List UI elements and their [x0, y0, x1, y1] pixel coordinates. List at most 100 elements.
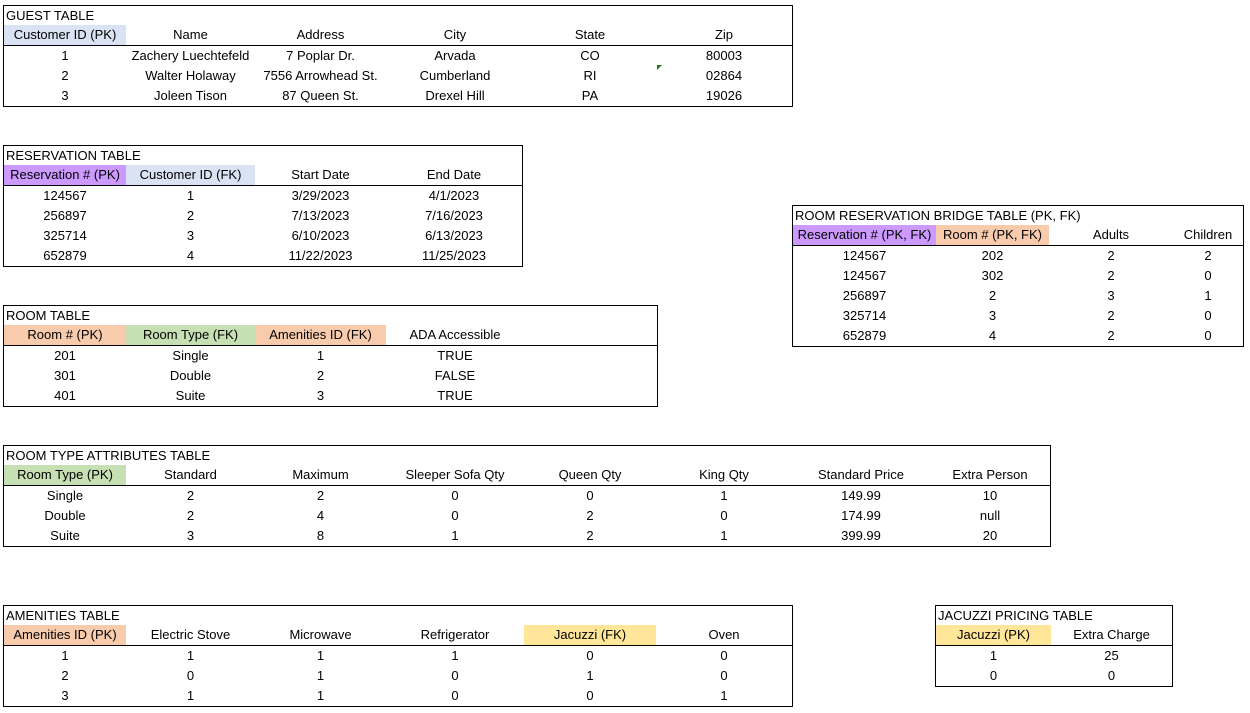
- header-microwave[interactable]: Microwave: [289, 627, 352, 642]
- cell[interactable]: 7/13/2023: [291, 208, 350, 223]
- cell[interactable]: Single: [172, 348, 209, 363]
- cell[interactable]: 325714: [842, 308, 887, 323]
- cell[interactable]: 1: [316, 688, 325, 703]
- cell[interactable]: 0: [1204, 268, 1212, 283]
- cell[interactable]: 11/25/2023: [421, 248, 487, 263]
- header-adults[interactable]: Adults: [1092, 227, 1130, 242]
- header-zip[interactable]: Zip: [714, 27, 734, 42]
- header-standard-price[interactable]: Standard Price: [818, 467, 904, 482]
- header-room-type[interactable]: Room Type (FK): [126, 325, 255, 345]
- cell[interactable]: 1: [316, 348, 325, 363]
- cell[interactable]: 399.99: [841, 528, 881, 543]
- cell[interactable]: CO: [580, 48, 600, 63]
- cell[interactable]: Joleen Tison: [154, 88, 227, 103]
- cell[interactable]: Double: [44, 508, 86, 523]
- cell[interactable]: 149.99: [841, 488, 881, 503]
- header-name[interactable]: Name: [173, 27, 208, 42]
- cell[interactable]: Suite: [175, 388, 206, 403]
- cell[interactable]: 0: [720, 508, 728, 523]
- cell[interactable]: 325714: [43, 228, 87, 243]
- cell[interactable]: 0: [451, 668, 459, 683]
- cell[interactable]: TRUE: [437, 348, 473, 363]
- header-end-date[interactable]: End Date: [426, 167, 482, 182]
- cell[interactable]: 202: [981, 248, 1004, 263]
- header-room-number[interactable]: Room # (PK, FK): [936, 225, 1049, 245]
- cell[interactable]: 1: [989, 648, 998, 663]
- cell[interactable]: Double: [169, 368, 212, 383]
- cell[interactable]: 652879: [842, 328, 887, 343]
- cell[interactable]: 4/1/2023: [428, 188, 480, 203]
- header-customer-id[interactable]: Customer ID (FK): [126, 165, 255, 185]
- header-state[interactable]: State: [574, 27, 606, 42]
- cell[interactable]: 2: [61, 668, 69, 683]
- cell[interactable]: 4: [988, 328, 997, 343]
- cell[interactable]: 1: [1204, 288, 1212, 303]
- header-sleeper-sofa-qty[interactable]: Sleeper Sofa Qty: [405, 467, 505, 482]
- cell[interactable]: 02864: [705, 68, 743, 83]
- cell[interactable]: 4: [186, 248, 195, 263]
- cell[interactable]: 1: [61, 648, 69, 663]
- cell[interactable]: 0: [720, 648, 728, 663]
- header-start-date[interactable]: Start Date: [291, 167, 350, 182]
- header-extra-person[interactable]: Extra Person: [952, 467, 1028, 482]
- cell[interactable]: FALSE: [434, 368, 476, 383]
- cell[interactable]: 652879: [43, 248, 87, 263]
- cell[interactable]: 8: [316, 528, 325, 543]
- cell[interactable]: 2: [988, 288, 997, 303]
- cell[interactable]: Single: [46, 488, 84, 503]
- cell[interactable]: 6/13/2023: [425, 228, 483, 243]
- header-standard[interactable]: Standard: [164, 467, 217, 482]
- cell[interactable]: 87 Queen St.: [282, 88, 359, 103]
- cell[interactable]: 7/16/2023: [425, 208, 483, 223]
- cell[interactable]: 3: [1107, 288, 1115, 303]
- cell[interactable]: 0: [586, 488, 594, 503]
- cell[interactable]: 3: [61, 688, 69, 703]
- cell[interactable]: 3: [186, 228, 195, 243]
- cell[interactable]: 7556 Arrowhead St.: [263, 68, 378, 83]
- header-king-qty[interactable]: King Qty: [699, 467, 749, 482]
- cell[interactable]: 0: [586, 688, 594, 703]
- cell[interactable]: 1: [720, 688, 728, 703]
- cell[interactable]: Suite: [50, 528, 80, 543]
- cell[interactable]: Cumberland: [419, 68, 491, 83]
- cell[interactable]: 0: [451, 508, 459, 523]
- header-room-type[interactable]: Room Type (PK): [4, 465, 126, 485]
- header-electric-stove[interactable]: Electric Stove: [150, 627, 231, 642]
- cell[interactable]: PA: [581, 88, 599, 103]
- cell[interactable]: 2: [586, 508, 594, 523]
- cell[interactable]: 2: [1107, 328, 1115, 343]
- cell[interactable]: 0: [451, 488, 459, 503]
- header-jacuzzi[interactable]: Jacuzzi (FK): [524, 625, 656, 645]
- cell[interactable]: 301: [54, 368, 76, 383]
- cell[interactable]: 2: [186, 508, 195, 523]
- cell[interactable]: Zachery Luechtefeld: [131, 48, 250, 63]
- cell[interactable]: 0: [1107, 668, 1116, 683]
- header-address[interactable]: Address: [296, 27, 345, 42]
- cell[interactable]: 256897: [842, 288, 887, 303]
- cell[interactable]: 1: [720, 528, 728, 543]
- header-reservation-number[interactable]: Reservation # (PK): [4, 165, 126, 185]
- cell[interactable]: RI: [583, 68, 597, 83]
- header-amenities-id[interactable]: Amenities ID (PK): [4, 625, 126, 645]
- cell[interactable]: 0: [451, 688, 459, 703]
- cell[interactable]: 256897: [43, 208, 87, 223]
- cell[interactable]: 2: [1107, 268, 1115, 283]
- cell[interactable]: 6/10/2023: [291, 228, 350, 243]
- cell[interactable]: TRUE: [437, 388, 473, 403]
- cell[interactable]: 7 Poplar Dr.: [286, 48, 355, 63]
- header-amenities-id[interactable]: Amenities ID (FK): [255, 325, 386, 345]
- cell[interactable]: 1: [316, 648, 325, 663]
- cell[interactable]: null: [979, 508, 1001, 523]
- cell[interactable]: 3/29/2023: [291, 188, 350, 203]
- cell[interactable]: 0: [586, 648, 594, 663]
- header-customer-id[interactable]: Customer ID (PK): [4, 25, 126, 45]
- cell[interactable]: 4: [316, 508, 325, 523]
- cell[interactable]: 80003: [705, 48, 743, 63]
- cell[interactable]: 11/22/2023: [288, 248, 353, 263]
- cell[interactable]: 2: [186, 488, 195, 503]
- header-ada-accessible[interactable]: ADA Accessible: [409, 327, 501, 342]
- cell[interactable]: 10: [982, 488, 998, 503]
- cell[interactable]: 1: [61, 48, 69, 63]
- cell[interactable]: 3: [988, 308, 997, 323]
- header-oven[interactable]: Oven: [708, 627, 740, 642]
